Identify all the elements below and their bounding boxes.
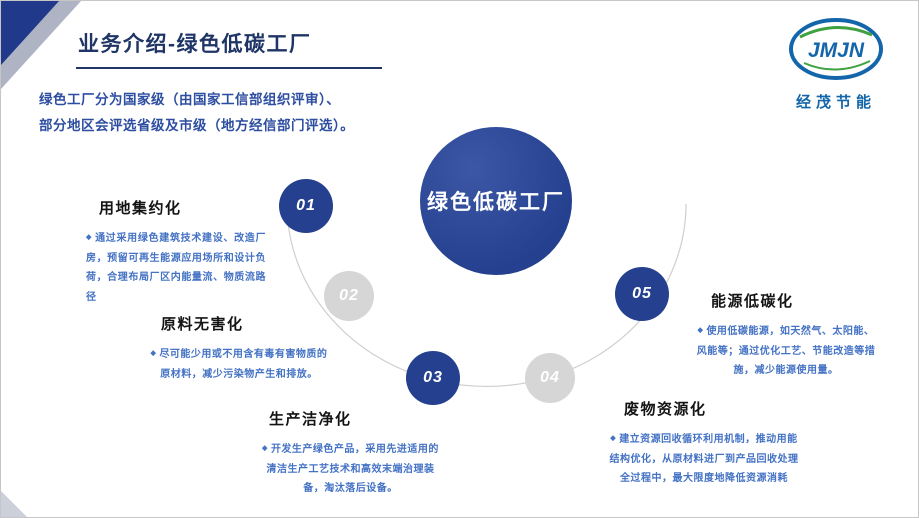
item-desc: ◆开发生产绿色产品，采用先进适用的清洁生产工艺技术和高效末端治理装备，淘汰落后设… (257, 440, 444, 499)
node-05: 05 (615, 267, 669, 321)
company-logo: JMJN 经茂节能 (781, 17, 891, 112)
corner-decoration-bottom (1, 491, 27, 517)
intro-text: 绿色工厂分为国家级（由国家工信部组织评审）、 部分地区会评选省级及市级（地方经信… (39, 87, 354, 138)
item-block-energy: 能源低碳化 ◆使用低碳能源，如天然气、太阳能、风能等；通过优化工艺、节能改造等措… (693, 290, 879, 381)
jmjn-logo-icon: JMJN (789, 18, 883, 80)
item-desc: ◆尽可能少用或不用含有毒有害物质的原材料，减少污染物产生和排放。 (149, 345, 329, 384)
node-04: 04 (525, 353, 575, 403)
node-03: 03 (406, 351, 460, 405)
item-desc: ◆建立资源回收循环利用机制，推动用能结构优化，从原材料进厂到产品回收处理全过程中… (608, 430, 800, 489)
item-title: 用地集约化 (99, 200, 182, 217)
svg-text:JMJN: JMJN (808, 39, 865, 62)
center-circle: 绿色低碳工厂 (420, 127, 572, 275)
item-block-land: 用地集约化 ◆通过采用绿色建筑技术建设、改造厂房，预留可再生能源应用场所和设计负… (86, 197, 266, 307)
bullet-icon: ◆ (262, 445, 268, 452)
bullet-icon: ◆ (150, 350, 157, 357)
item-block-material: 原料无害化 ◆尽可能少用或不用含有毒有害物质的原材料，减少污染物产生和排放。 (149, 313, 329, 384)
item-desc: ◆使用低碳能源，如天然气、太阳能、风能等；通过优化工艺、节能改造等措施，减少能源… (693, 322, 879, 381)
center-circle-label: 绿色低碳工厂 (427, 191, 565, 214)
logo-subtitle: 经茂节能 (795, 94, 876, 111)
item-title: 原料无害化 (161, 316, 244, 333)
item-desc: ◆通过采用绿色建筑技术建设、改造厂房，预留可再生能源应用场所和设计负荷，合理布局… (86, 229, 266, 307)
intro-line-1: 绿色工厂分为国家级（由国家工信部组织评审）、 (39, 92, 341, 107)
node-01: 01 (279, 179, 333, 233)
item-desc-text: 尽可能少用或不用含有毒有害物质的原材料，减少污染物产生和排放。 (159, 349, 328, 380)
item-title: 生产洁净化 (269, 411, 352, 428)
bullet-icon: ◆ (697, 327, 704, 334)
intro-line-2: 部分地区会评选省级及市级（地方经信部门评选）。 (39, 117, 355, 133)
item-desc-text: 使用低碳能源，如天然气、太阳能、风能等；通过优化工艺、节能改造等措施，减少能源使… (696, 326, 876, 376)
item-desc-text: 通过采用绿色建筑技术建设、改造厂房，预留可再生能源应用场所和设计负荷，合理布局厂… (86, 233, 266, 303)
item-block-production: 生产洁净化 ◆开发生产绿色产品，采用先进适用的清洁生产工艺技术和高效末端治理装备… (257, 408, 444, 499)
bullet-icon: ◆ (610, 435, 617, 442)
item-title: 废物资源化 (624, 401, 707, 418)
bullet-icon: ◆ (86, 234, 93, 241)
item-block-waste: 废物资源化 ◆建立资源回收循环利用机制，推动用能结构优化，从原材料进厂到产品回收… (608, 398, 800, 489)
item-desc-text: 建立资源回收循环利用机制，推动用能结构优化，从原材料进厂到产品回收处理全过程中，… (609, 434, 799, 484)
item-desc-text: 开发生产绿色产品，采用先进适用的清洁生产工艺技术和高效末端治理装备，淘汰落后设备… (266, 444, 439, 494)
item-title: 能源低碳化 (711, 293, 794, 310)
page-title: 业务介绍-绿色低碳工厂 (76, 28, 382, 69)
node-02: 02 (324, 271, 374, 321)
